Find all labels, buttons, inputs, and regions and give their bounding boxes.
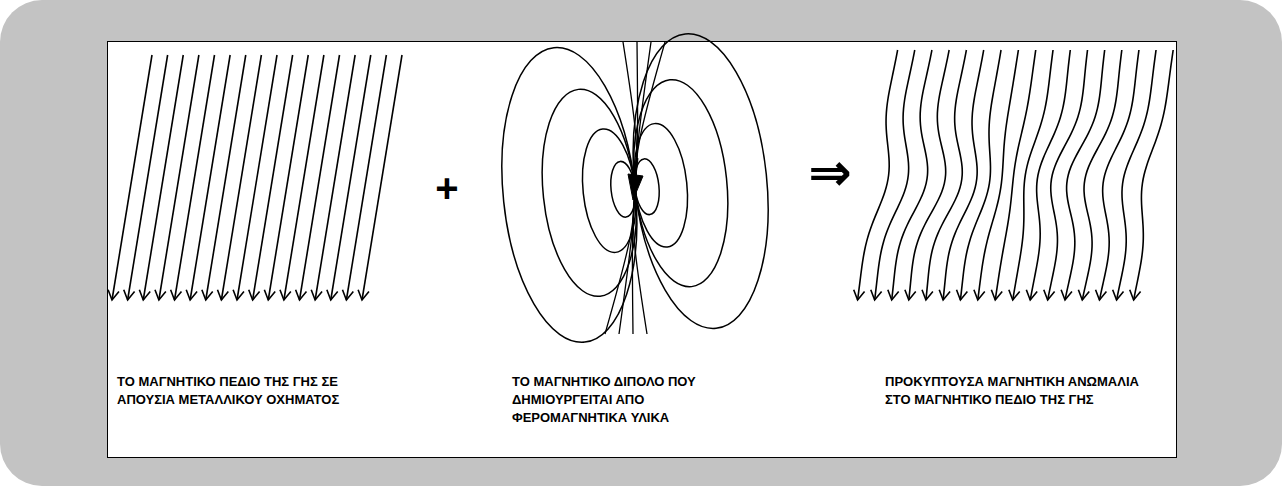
field-line — [960, 50, 1001, 300]
field-line — [1134, 50, 1174, 300]
arrowhead — [1009, 290, 1020, 300]
arrowhead — [264, 290, 275, 300]
arrowhead — [186, 290, 197, 300]
caption: ΤΟ ΜΑΓΝΗΤΙΚΟ ΔΙΠΟΛΟ ΠΟΥ ΔΗΜΙΟΥΡΓΕΙΤΑΙ ΑΠ… — [512, 373, 704, 427]
field-line — [237, 55, 277, 300]
field-line — [284, 55, 324, 300]
earth-field-lines — [108, 55, 402, 300]
field-line — [1013, 50, 1053, 300]
arrowhead — [155, 290, 166, 300]
field-line — [331, 55, 371, 300]
anomaly-field-lines — [854, 50, 1173, 300]
arrowhead — [922, 290, 933, 300]
dipole-loop — [620, 27, 782, 335]
arrowhead — [108, 290, 119, 300]
arrowhead — [957, 290, 968, 300]
arrowhead — [171, 290, 182, 300]
arrowhead — [233, 290, 244, 300]
implies-arrow: ⇒ — [800, 146, 860, 198]
field-line — [253, 55, 293, 300]
field-line — [159, 55, 199, 300]
arrowhead — [327, 290, 338, 300]
field-line — [221, 55, 261, 300]
field-line — [943, 50, 984, 300]
field-line — [112, 55, 152, 300]
field-line — [268, 55, 308, 300]
dipole-arrow — [628, 174, 643, 200]
field-line — [1117, 50, 1156, 300]
caption: ΤΟ ΜΑΓΝΗΤΙΚΟ ΠΕΔΙΟ ΤΗΣ ΓΗΣ ΣΕ ΑΠΟΥΣΙΑ ΜΕ… — [117, 373, 367, 409]
caption: ΠΡΟΚΥΠΤΟΥΣΑ ΜΑΓΝΗΤΙΚΗ ΑΝΩΜΑΛΙΑ ΣΤΟ ΜΑΓΝΗ… — [885, 373, 1167, 409]
field-line — [300, 55, 340, 300]
dipole-loop — [624, 75, 737, 291]
field-line — [190, 55, 230, 300]
field-line — [1082, 50, 1122, 300]
field-line — [346, 55, 386, 300]
field-line — [206, 55, 246, 300]
field-line — [995, 50, 1035, 300]
dipole-loop — [533, 85, 646, 301]
arrowhead — [249, 290, 260, 300]
arrowhead — [139, 290, 150, 300]
field-line — [128, 55, 168, 300]
arrowhead — [280, 290, 291, 300]
arrowhead — [1061, 290, 1072, 300]
arrowhead — [991, 290, 1002, 300]
plus-sign: + — [427, 168, 467, 208]
arrowhead — [854, 290, 865, 300]
field-line — [909, 50, 949, 300]
field-line — [892, 50, 932, 300]
arrowhead — [1113, 290, 1124, 300]
arrowhead — [905, 290, 916, 300]
arrowhead — [974, 290, 985, 300]
arrowhead — [202, 290, 213, 300]
dipole-axis-line — [619, 42, 651, 334]
arrowhead — [124, 290, 135, 300]
field-line — [978, 50, 1019, 300]
dipole-loop — [488, 41, 650, 349]
inner-panel — [108, 42, 1177, 458]
field-line — [143, 55, 183, 300]
dipole-field — [488, 27, 781, 349]
field-line — [1030, 50, 1070, 300]
arrowhead — [342, 290, 353, 300]
arrowhead — [1130, 290, 1141, 300]
field-line — [362, 55, 402, 300]
field-line — [315, 55, 355, 300]
dipole-arrow-shaft — [635, 158, 637, 176]
field-line — [1099, 50, 1138, 300]
field-line — [858, 50, 898, 300]
field-line — [875, 50, 915, 300]
arrowhead — [1026, 290, 1037, 300]
arrowhead — [871, 290, 882, 300]
arrowhead — [358, 290, 369, 300]
dipole-axis-line — [623, 42, 647, 334]
dipole-axis-line — [605, 42, 665, 334]
field-line — [1065, 50, 1105, 300]
arrowhead — [217, 290, 228, 300]
arrowhead — [311, 290, 322, 300]
arrowhead — [296, 290, 307, 300]
arrowhead — [939, 290, 950, 300]
arrowhead — [1096, 290, 1107, 300]
field-line — [926, 50, 966, 300]
field-line — [175, 55, 215, 300]
arrowhead — [1044, 290, 1055, 300]
arrowhead — [888, 290, 899, 300]
arrowhead — [1078, 290, 1089, 300]
